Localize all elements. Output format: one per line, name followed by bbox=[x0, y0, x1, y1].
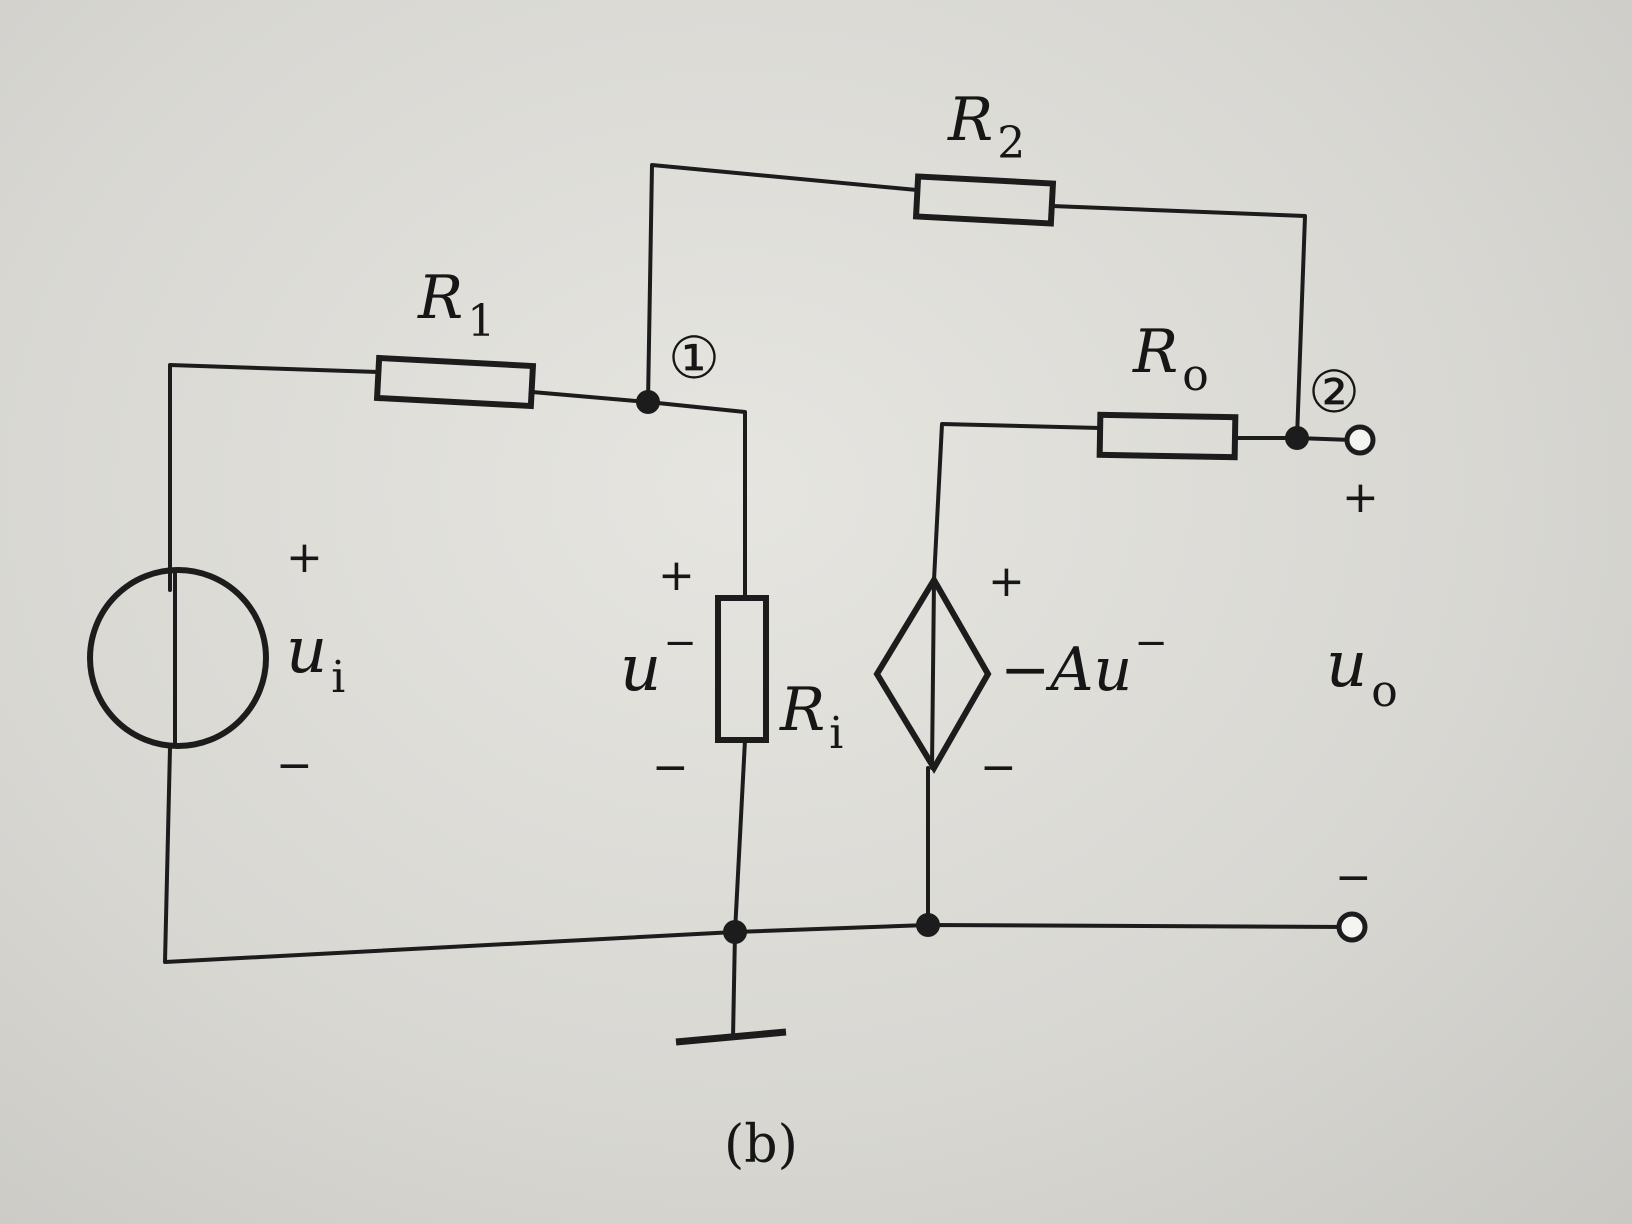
junction-ground-right bbox=[916, 913, 940, 937]
wire-ri-ground bbox=[733, 738, 747, 934]
label-ri: Ri bbox=[779, 675, 843, 759]
output-terminal-bottom bbox=[1336, 911, 1368, 943]
wire-bottom bbox=[163, 746, 1352, 964]
voltage-source-ui bbox=[87, 567, 269, 749]
source-plus: + bbox=[286, 532, 323, 583]
wire-ground-stub bbox=[731, 930, 737, 1040]
resistor-ro bbox=[1096, 411, 1239, 461]
resistor-ri bbox=[715, 595, 769, 743]
label-uo: uo bbox=[1326, 628, 1398, 717]
ground-symbol bbox=[675, 1028, 787, 1046]
wire-source-top bbox=[168, 363, 380, 592]
dep-source-minus: − bbox=[980, 742, 1017, 793]
label-u-minus: u− bbox=[620, 620, 697, 706]
dependent-source bbox=[873, 574, 992, 774]
junction-node1 bbox=[636, 390, 660, 414]
label-dep-source: −Au− bbox=[1000, 620, 1168, 705]
wires bbox=[163, 163, 1354, 1040]
label-r1: R1 bbox=[417, 263, 495, 347]
output-minus: − bbox=[1335, 852, 1372, 903]
figure-caption: (b) bbox=[724, 1115, 798, 1175]
output-plus: + bbox=[1342, 472, 1379, 523]
label-node2: ② bbox=[1308, 358, 1360, 426]
junction-ground-left bbox=[723, 920, 747, 944]
output-terminal-top bbox=[1344, 424, 1376, 456]
source-minus: − bbox=[276, 740, 313, 791]
label-r2: R2 bbox=[947, 85, 1025, 169]
label-ro: Ro bbox=[1132, 317, 1209, 401]
resistor-r1 bbox=[373, 354, 537, 410]
dep-source-plus: + bbox=[988, 556, 1025, 607]
resistor-r2 bbox=[912, 173, 1057, 227]
input-voltage-plus: + bbox=[658, 550, 695, 601]
wire-node1-r2 bbox=[646, 163, 919, 404]
wire-dep-ro bbox=[932, 422, 1102, 582]
junction-node2 bbox=[1285, 426, 1309, 450]
input-voltage-minus: − bbox=[652, 742, 689, 793]
wire-node1-ri bbox=[646, 400, 747, 600]
wire-r2-node2 bbox=[1050, 204, 1307, 440]
label-node1: ① bbox=[668, 324, 720, 392]
label-ui: ui bbox=[286, 614, 345, 703]
wire-r1-node1 bbox=[530, 390, 650, 404]
